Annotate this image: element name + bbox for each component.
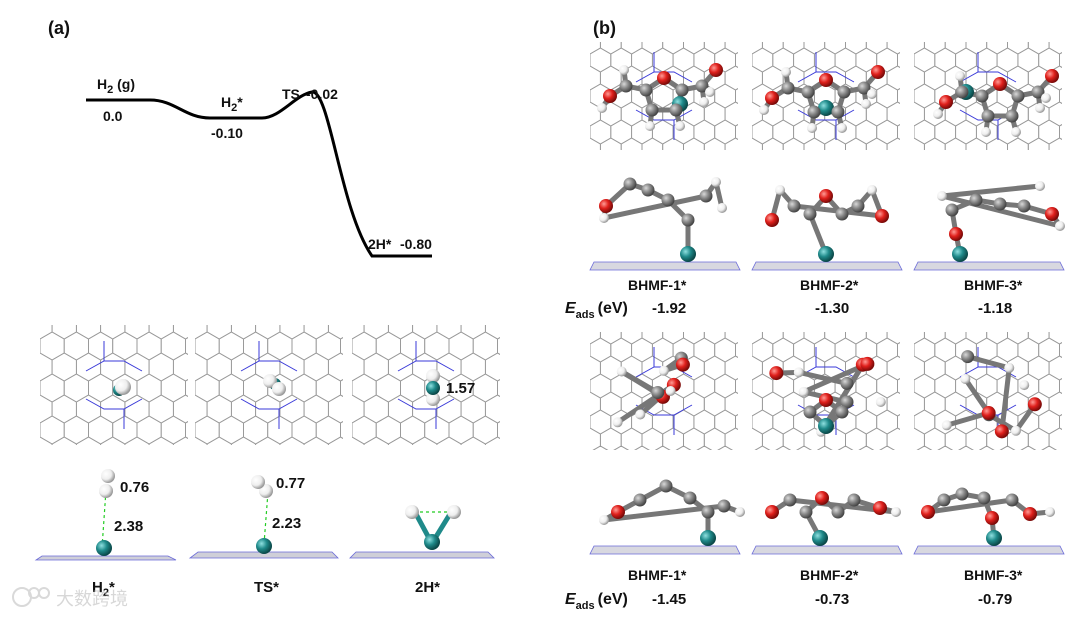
row2-caption-bhmf1: BHMF-1* — [628, 567, 687, 583]
bhmf3-top-row1 — [933, 69, 1059, 137]
state-2h-label: 2H* — [368, 236, 392, 252]
bhmf2-side-row2 — [765, 491, 901, 546]
row1-eads-bhmf3: -1.18 — [978, 300, 1012, 317]
surface-b-row2-1 — [589, 545, 741, 555]
watermark-text: 大数跨境 — [56, 589, 128, 610]
energy-profile-curve — [86, 90, 432, 258]
lattice-h2 — [40, 325, 188, 445]
row2-caption-bhmf3: BHMF-3* — [964, 567, 1023, 583]
bhmf3-side-row1 — [937, 181, 1065, 262]
row1-caption-bhmf3: BHMF-3* — [964, 277, 1023, 293]
surface-b-row1-1 — [589, 261, 741, 271]
state-ts-label: TS — [282, 86, 300, 102]
lattice-b-row2-2 — [752, 332, 900, 450]
row1-eads-bhmf1: -1.92 — [652, 300, 686, 317]
top-view-2h-molecule — [426, 369, 440, 406]
surface-b-row1-3 — [913, 261, 1065, 271]
row2-eads-label: Eads(eV) — [565, 591, 628, 612]
watermark: 大数跨境 — [12, 587, 128, 610]
bhmf3-top-row2 — [941, 350, 1042, 439]
bhmf2-top-row1 — [759, 65, 885, 133]
ts-surface-distance: 2.23 — [272, 515, 301, 532]
state-h2g-label: H2 (g) — [97, 76, 135, 96]
row1-eads-label: Eads(eV) — [565, 300, 628, 321]
surface-b-row1-2 — [751, 261, 903, 271]
row1-caption-bhmf1: BHMF-1* — [628, 277, 687, 293]
lattice-b-row1-2 — [752, 42, 900, 150]
panel-a-label: (a) — [48, 18, 70, 38]
bhmf1-side-row1 — [599, 177, 727, 262]
row2-caption-bhmf2: BHMF-2* — [800, 567, 859, 583]
caption-ts: TS* — [254, 579, 279, 596]
surface-b-row2-2 — [751, 545, 903, 555]
lattice-b-row1-1 — [590, 42, 738, 150]
caption-2h: 2H* — [415, 579, 440, 596]
panel-b-label: (b) — [593, 18, 616, 38]
lattice-top-views-a — [40, 325, 500, 445]
bhmf2-side-row1 — [765, 185, 889, 262]
ts-hh-distance: 0.77 — [276, 475, 305, 492]
bhmf1-top-row2 — [612, 351, 690, 428]
row2-eads-bhmf3: -0.79 — [978, 591, 1012, 608]
state-ts-energy: -0.02 — [306, 86, 338, 102]
bhmf2-top-row2 — [769, 356, 886, 437]
row1-eads-bhmf2: -1.30 — [815, 300, 849, 317]
bhmf1-top-row1 — [597, 63, 723, 131]
state-h2g-energy: 0.0 — [103, 108, 123, 124]
bhmf1-side-row2 — [599, 479, 745, 546]
top-view-ts-molecule — [263, 374, 286, 396]
lattice-b-row2-3 — [914, 332, 1062, 450]
lattice-b-row1-3 — [914, 42, 1062, 150]
caption-h2ads: H2* — [92, 579, 115, 599]
side-view-2h — [349, 505, 495, 559]
bhmf2-metal-top-row2 — [803, 393, 849, 434]
side-view-h2 — [34, 469, 177, 561]
state-h2ads-label: H2* — [221, 94, 243, 114]
side-view-ts — [188, 475, 339, 559]
bhmf-molecule-renders — [597, 63, 1065, 546]
top-view-h2-molecule — [113, 379, 131, 396]
2h-top-distance: 1.57 — [446, 380, 475, 397]
h2-hh-distance: 0.76 — [120, 479, 149, 496]
state-2h-energy: -0.80 — [400, 236, 432, 252]
row2-eads-bhmf1: -1.45 — [652, 591, 686, 608]
row2-eads-bhmf2: -0.73 — [815, 591, 849, 608]
bhmf3-side-row2 — [921, 487, 1055, 546]
row1-caption-bhmf2: BHMF-2* — [800, 277, 859, 293]
state-h2ads-energy: -0.10 — [211, 125, 243, 141]
lattice-2h — [352, 325, 500, 445]
surface-b-row2-3 — [913, 545, 1065, 555]
lattice-ts — [195, 325, 343, 445]
h2-surface-distance: 2.38 — [114, 518, 143, 535]
